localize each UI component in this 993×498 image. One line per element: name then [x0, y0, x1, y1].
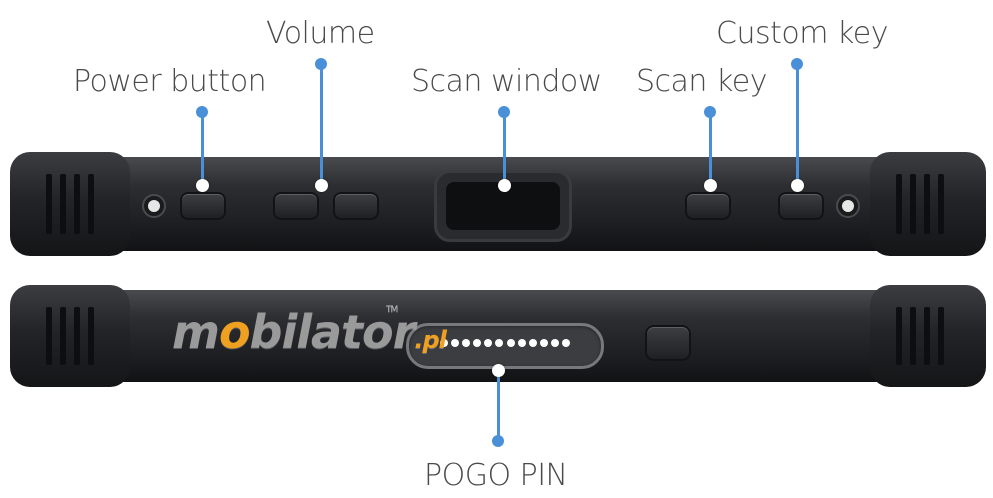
pogo-pin — [484, 339, 493, 347]
scan-window-marker — [497, 178, 511, 192]
volume-marker — [314, 178, 328, 192]
custom-key-marker — [790, 178, 804, 192]
pogo-pin — [440, 339, 448, 347]
leader-pogo-pin — [497, 370, 500, 442]
label-custom-key: Custom key — [716, 16, 888, 51]
pogo-pin — [517, 339, 526, 347]
pogo-pin — [506, 339, 515, 347]
pogo-pin-marker — [491, 363, 505, 377]
pogo-pin — [462, 339, 471, 347]
right-bumper-top — [870, 152, 986, 256]
volume-down-button[interactable] — [333, 192, 379, 220]
logo-prefix: m — [172, 305, 220, 359]
leader-volume-end-dot — [315, 58, 327, 70]
label-volume: Volume — [266, 16, 375, 51]
logo-main: bilator — [249, 305, 416, 359]
leader-scan-key — [709, 112, 712, 184]
mobilator-watermark: mobilator.pl TM — [172, 305, 447, 359]
volume-up-button[interactable] — [273, 192, 319, 220]
leader-custom-key-end-dot — [791, 58, 803, 70]
leader-power — [201, 112, 204, 184]
screw-right — [836, 194, 860, 218]
label-scan-key: Scan key — [636, 64, 768, 99]
power-button-marker — [195, 178, 209, 192]
bottom-port-cover — [645, 325, 691, 361]
leader-scan-window-end-dot — [498, 106, 510, 118]
leader-power-end-dot — [196, 106, 208, 118]
custom-key[interactable] — [778, 192, 824, 220]
pogo-pin — [495, 339, 504, 347]
pogo-pin — [562, 339, 570, 347]
left-bumper-bottom — [10, 285, 130, 387]
leader-pogo-pin-end-dot — [492, 435, 504, 447]
pogo-pin — [451, 339, 460, 347]
logo-o-letter: o — [218, 305, 251, 359]
leader-scan-window — [503, 112, 506, 184]
left-bumper-top — [10, 152, 130, 256]
label-scan-window: Scan window — [411, 64, 602, 99]
scan-key[interactable] — [685, 192, 731, 220]
pogo-pin — [550, 339, 559, 347]
right-bumper-bottom — [870, 285, 986, 387]
label-power-button: Power button — [73, 64, 267, 99]
logo-tm: TM — [386, 305, 398, 315]
pogo-pin — [539, 339, 548, 347]
leader-scan-key-end-dot — [704, 106, 716, 118]
pogo-pin — [528, 339, 537, 347]
pogo-pin-connector — [406, 323, 604, 369]
screw-left — [142, 194, 166, 218]
scan-key-marker — [703, 178, 717, 192]
pogo-pin-row — [440, 339, 570, 347]
logo-tld: .pl — [414, 326, 447, 354]
label-pogo-pin: POGO PIN — [424, 458, 568, 493]
pogo-pin — [473, 339, 482, 347]
leader-volume — [320, 64, 323, 184]
power-button[interactable] — [180, 192, 226, 220]
leader-custom-key — [796, 64, 799, 184]
